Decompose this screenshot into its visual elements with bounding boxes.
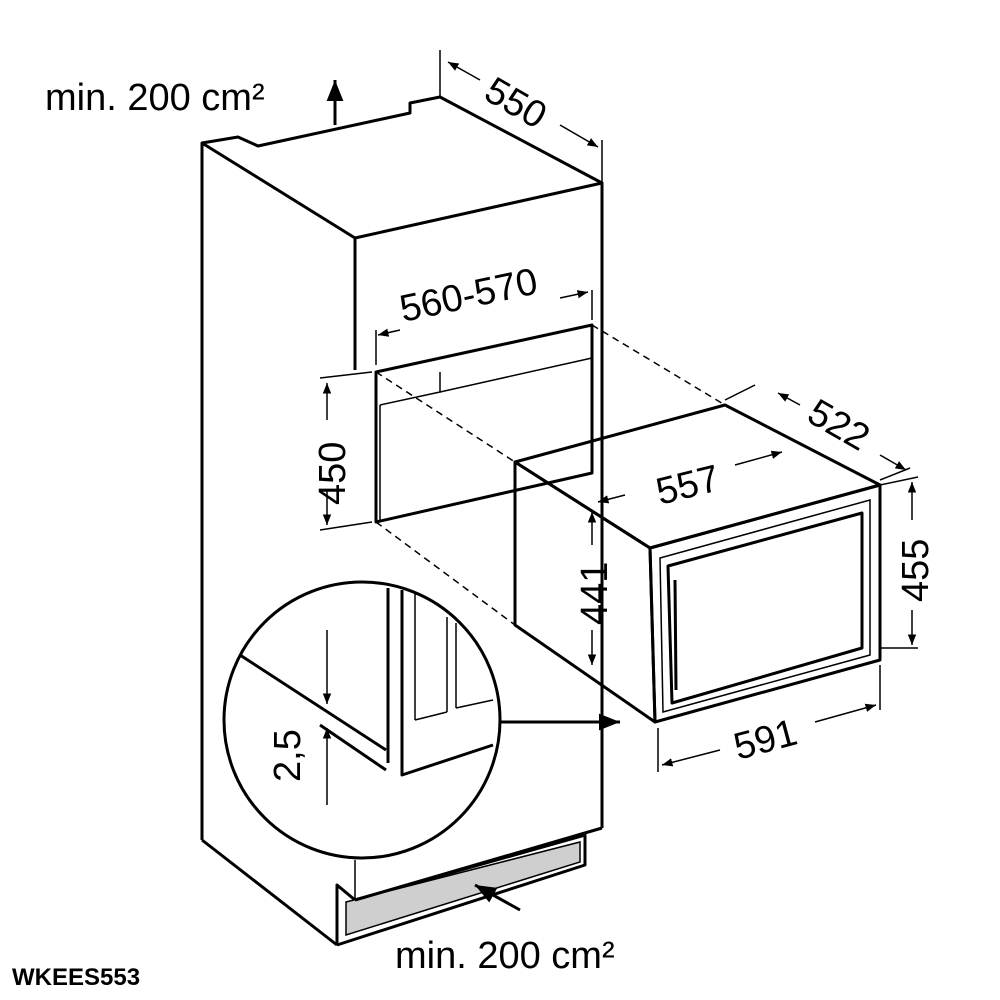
appliance-body-width-label: 557 bbox=[652, 458, 724, 514]
detail-magnifier bbox=[222, 580, 620, 860]
appliance-front-height-label: 455 bbox=[895, 539, 937, 602]
gap-label: 2,5 bbox=[267, 729, 309, 782]
appliance-body-height-label: 441 bbox=[574, 562, 616, 625]
wine-cabinet-appliance bbox=[513, 403, 882, 724]
projection-lines bbox=[375, 324, 726, 626]
dimension-lines bbox=[319, 50, 919, 772]
model-number: WKEES553 bbox=[12, 964, 140, 991]
niche-width-label: 560-570 bbox=[396, 261, 541, 331]
bottom-ventilation-label: min. 200 cm² bbox=[395, 935, 615, 977]
niche-opening bbox=[374, 323, 594, 524]
vent-in-arrow-icon bbox=[474, 883, 521, 912]
niche-height-label: 450 bbox=[312, 442, 354, 505]
cabinet-depth-label: 550 bbox=[478, 69, 554, 137]
top-ventilation-label: min. 200 cm² bbox=[45, 77, 265, 119]
appliance-front-width-label: 591 bbox=[729, 712, 801, 769]
cabinet bbox=[200, 95, 604, 947]
